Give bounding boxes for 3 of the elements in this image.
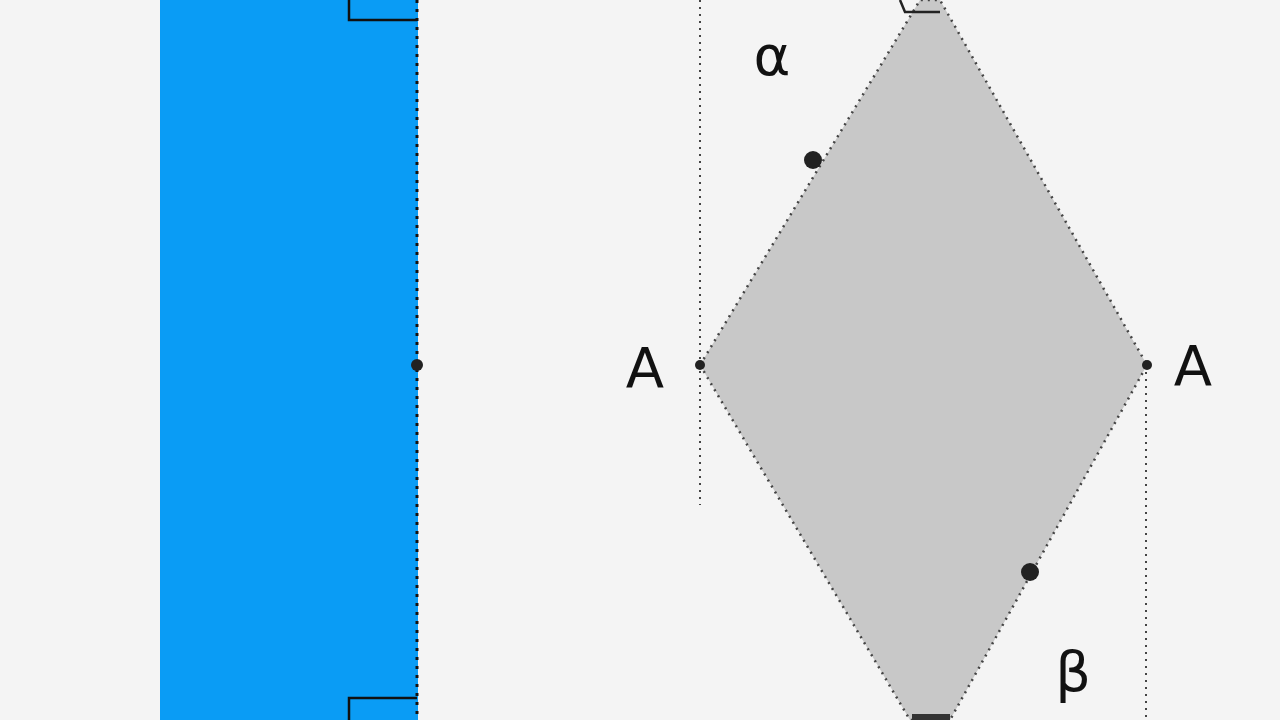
angle-label: α: [753, 28, 791, 84]
angle-label: A: [1173, 338, 1213, 394]
angle-label: A: [625, 340, 665, 396]
